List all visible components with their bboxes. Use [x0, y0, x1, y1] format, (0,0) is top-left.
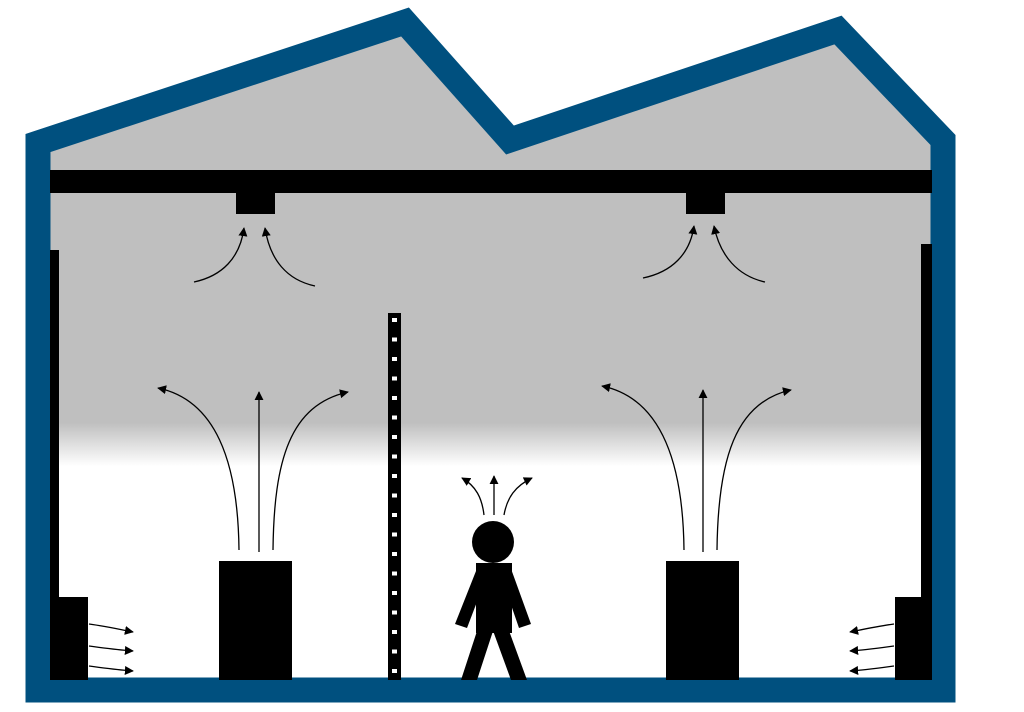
supply-airflow-left	[88, 623, 134, 675]
exhaust-airflow-right	[642, 225, 766, 283]
sensor-mark	[392, 669, 397, 673]
exhaust-airflow-left	[193, 227, 316, 287]
sensor-mark	[392, 337, 397, 342]
sensor-mark	[392, 474, 397, 478]
airflow-arrow	[601, 383, 685, 551]
ceiling-exhaust-icon	[686, 190, 725, 214]
airflow-arrow	[272, 389, 349, 551]
airflow-arrow	[261, 227, 316, 287]
airflow-arrow	[642, 225, 698, 279]
sensor-mark	[392, 357, 397, 361]
wall-diffuser-icon	[52, 597, 88, 680]
airflow-arrow	[711, 225, 766, 283]
temperature-sensor-pole-icon	[388, 313, 401, 680]
airflow-arrow	[193, 227, 248, 283]
person-icon	[455, 521, 531, 680]
supply-airflow-right	[849, 623, 895, 675]
thermal-plume-left	[157, 385, 349, 552]
sensor-mark	[392, 435, 397, 439]
airflow-arrow	[157, 385, 240, 551]
sensor-mark	[392, 493, 397, 498]
sensor-mark	[392, 532, 397, 537]
heat-source-icon	[666, 561, 739, 680]
sensor-mark	[392, 396, 397, 400]
sensor-mark	[392, 454, 397, 459]
sensor-mark	[392, 610, 397, 615]
wall-diffuser-icon	[895, 597, 931, 680]
sensor-mark	[392, 513, 397, 517]
airflow-arrow	[88, 645, 134, 655]
airflow-arrow	[461, 477, 485, 516]
building-envelope	[25, 7, 956, 703]
airflow-arrow	[503, 477, 533, 516]
ceiling-beam	[50, 170, 932, 193]
right-wall-lining	[921, 244, 932, 680]
airflow-arrow	[88, 665, 134, 675]
airflow-arrow	[849, 665, 895, 675]
occupant-plume	[461, 475, 533, 516]
sensor-mark	[392, 571, 397, 576]
airflow-arrow	[716, 387, 792, 551]
thermal-plume-right	[601, 383, 792, 552]
sensor-mark	[392, 630, 397, 634]
left-wall-lining	[50, 250, 59, 680]
ceiling-exhaust-icon	[236, 190, 275, 214]
airflow-arrow	[849, 623, 895, 635]
sensor-mark	[392, 415, 397, 420]
sensor-mark	[392, 318, 397, 322]
airflow-arrow	[849, 645, 895, 655]
heat-source-icon	[219, 561, 292, 680]
airflow-arrow	[88, 623, 134, 635]
sensor-mark	[392, 376, 397, 381]
sensor-mark	[392, 591, 397, 595]
sensor-mark	[392, 649, 397, 654]
sensor-mark	[392, 552, 397, 556]
